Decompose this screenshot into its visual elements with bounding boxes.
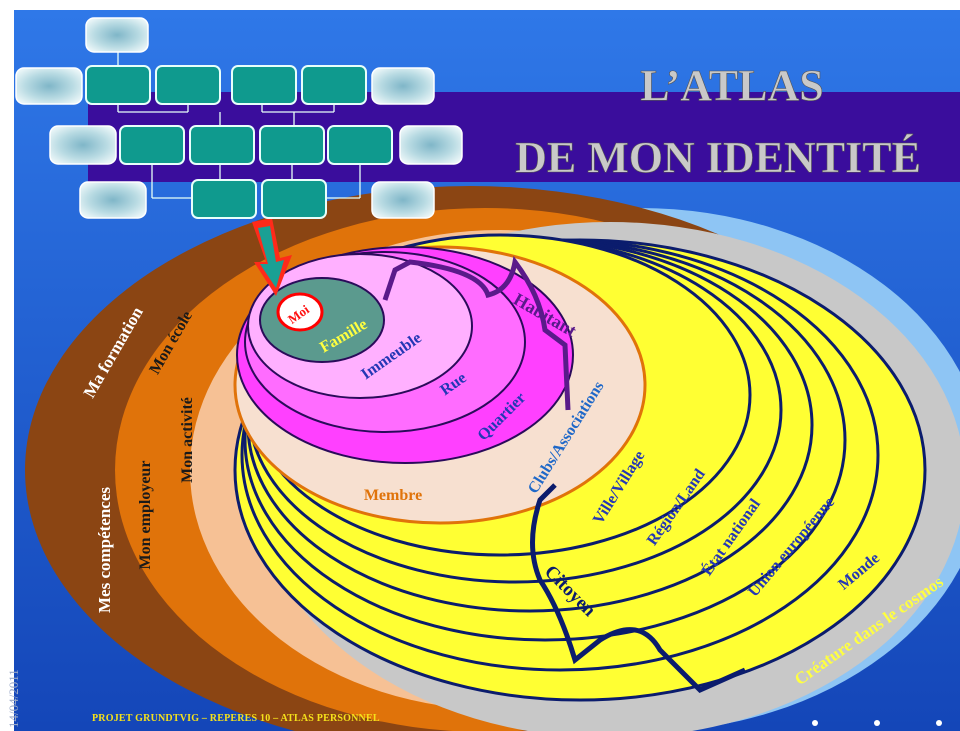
label-activite: Mon activité [179, 397, 196, 483]
org-chart [15, 17, 463, 219]
org-box [155, 65, 221, 105]
citoyen-bracket [530, 483, 747, 693]
org-box [231, 65, 297, 105]
org-box [191, 179, 257, 219]
footer-text: PROJET GRUNDTVIG – REPERES 10 – ATLAS PE… [92, 713, 380, 724]
title-line-2: DE MON IDENTITÉ [515, 133, 921, 182]
org-box [85, 65, 151, 105]
title-line-1: L’ATLAS [640, 61, 823, 110]
org-chart-connectors [117, 48, 361, 199]
org-box-blurred [15, 67, 83, 105]
org-box [301, 65, 367, 105]
label-employeur: Mon employeur [137, 461, 154, 570]
org-box [327, 125, 393, 165]
org-box [261, 179, 327, 219]
org-box [259, 125, 325, 165]
arrow-down-icon [252, 218, 292, 296]
slide-dot [874, 720, 880, 726]
slide-dot [812, 720, 818, 726]
org-box [119, 125, 185, 165]
ring-moi [276, 292, 324, 332]
slide-dot [936, 720, 942, 726]
label-competences: Mes compétences [95, 487, 114, 613]
side-date: 14/04/2011 [6, 669, 21, 728]
org-box-blurred [371, 181, 435, 219]
org-box-blurred [79, 181, 147, 219]
org-box-blurred [85, 17, 149, 53]
org-box-blurred [399, 125, 463, 165]
org-box [189, 125, 255, 165]
side-date-text: 14/04/2011 [6, 669, 21, 728]
habitant-bracket [382, 255, 571, 411]
org-box-blurred [49, 125, 117, 165]
label-membre: Membre [364, 487, 422, 504]
org-box-blurred [371, 67, 435, 105]
